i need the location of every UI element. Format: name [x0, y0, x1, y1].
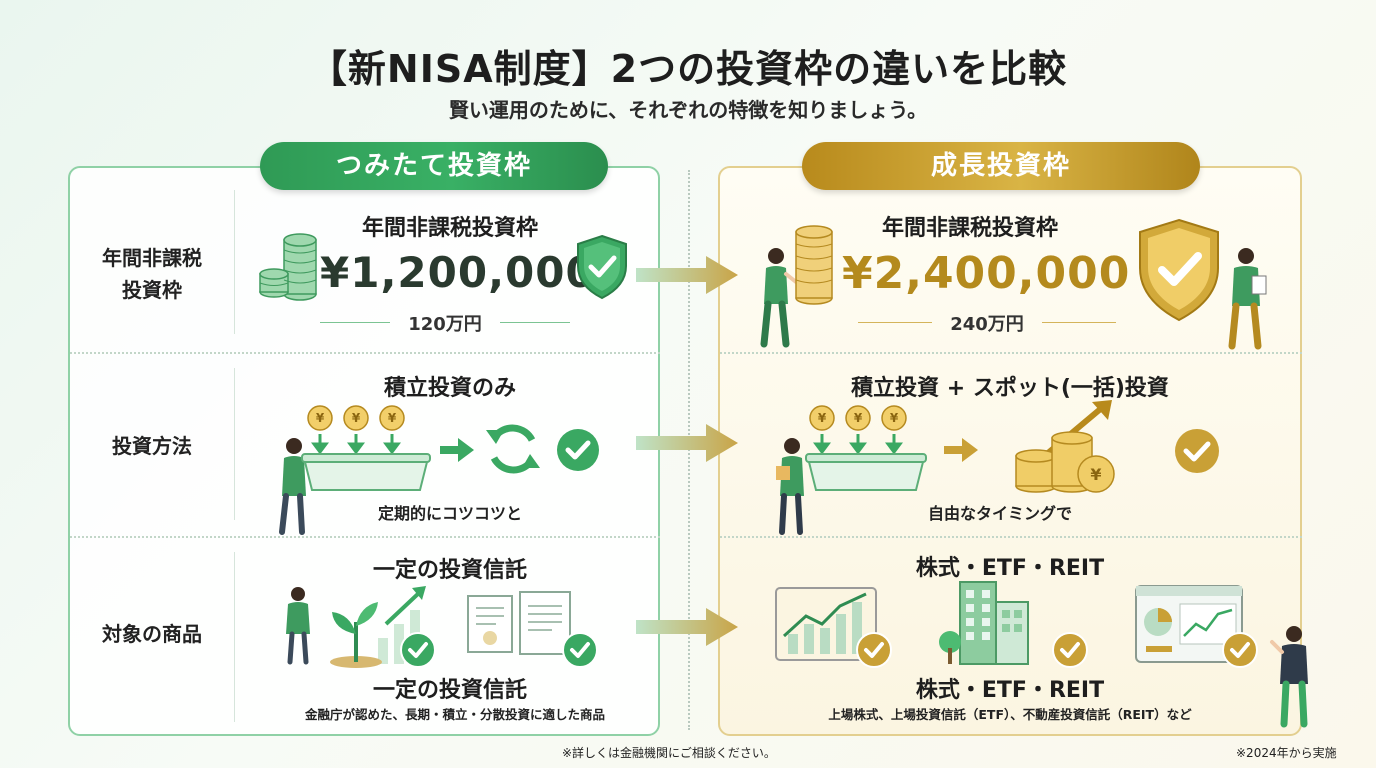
- tsumitate-product-heading: 一定の投資信託: [372, 558, 527, 583]
- coin-stack-icon: [259, 233, 317, 301]
- svg-text:¥: ¥: [352, 411, 361, 425]
- tsumitate-amount: ¥1,200,000: [320, 248, 596, 297]
- column-divider: [234, 368, 235, 520]
- growth-method-heading: 積立投資 + スポット(一括)投資: [851, 376, 1169, 401]
- growth-method-caption: 自由なタイミングで: [927, 504, 1072, 523]
- person-icon: [286, 587, 310, 665]
- row-label-annual: 年間非課税 投資枠: [102, 246, 202, 302]
- svg-text:¥: ¥: [890, 411, 899, 425]
- document-icon: [467, 591, 571, 655]
- svg-text:¥: ¥: [316, 411, 325, 425]
- svg-text:¥: ¥: [854, 411, 863, 425]
- row-divider: [720, 536, 1302, 538]
- person-icon: [1228, 248, 1267, 350]
- check-icon: [856, 632, 892, 668]
- growth-product-heading: 株式・ETF・REIT: [915, 556, 1105, 581]
- arrow-right-icon: [944, 438, 978, 462]
- growth-amount-sub: 240万円: [950, 314, 1024, 335]
- decor-line: [500, 322, 570, 323]
- page-subtitle: 賢い運用のために、それぞれの特徴を知りましょう。: [448, 98, 928, 122]
- check-icon: [557, 429, 599, 471]
- tsumitate-product-caption: 金融庁が認めた、長期・積立・分散投資に適した商品: [304, 707, 605, 722]
- check-icon: [562, 632, 598, 668]
- row-divider: [70, 536, 660, 538]
- row-label-method: 投資方法: [112, 434, 192, 458]
- building-icon: [939, 581, 1029, 665]
- check-icon: [400, 632, 436, 668]
- dashboard-icon: [1135, 585, 1243, 663]
- decor-line: [1042, 322, 1116, 323]
- growth-title: 成長投資枠: [802, 142, 1200, 190]
- column-divider: [234, 190, 235, 334]
- person-icon: [1270, 626, 1308, 728]
- refresh-icon: [486, 424, 540, 474]
- tsumitate-method-caption: 定期的にコツコツと: [377, 504, 522, 523]
- basket-icon: [301, 453, 431, 491]
- footer-note: ※詳しくは金融機関にご相談ください。: [562, 746, 776, 760]
- growth-product-heading-2: 株式・ETF・REIT: [915, 678, 1105, 703]
- check-icon: [1175, 429, 1219, 473]
- svg-text:¥: ¥: [818, 411, 827, 425]
- person-icon: [776, 438, 804, 535]
- shield-check-icon: [577, 234, 627, 300]
- footer-since: ※2024年から実施: [1236, 746, 1337, 760]
- growth-product-caption: 上場株式、上場投資信託（ETF）、不動産投資信託（REIT）など: [828, 707, 1192, 722]
- svg-text:¥: ¥: [388, 411, 397, 425]
- check-icon: [1222, 632, 1258, 668]
- arrow-right-icon: [636, 424, 738, 462]
- arrow-right-icon: [440, 438, 474, 462]
- basket-icon: [805, 453, 927, 491]
- page-title: 【新NISA制度】2つの投資枠の違いを比較: [308, 47, 1068, 91]
- tsumitate-method-heading: 積立投資のみ: [383, 376, 516, 401]
- coin-stack-icon: [795, 225, 833, 305]
- svg-text:¥: ¥: [1090, 465, 1101, 484]
- tsumitate-amount-sub: 120万円: [408, 314, 482, 335]
- arrow-right-icon: [636, 608, 738, 646]
- tsumitate-product-heading-2: 一定の投資信託: [372, 678, 527, 703]
- shield-check-icon: [1139, 218, 1219, 322]
- person-icon: [279, 438, 306, 535]
- yen-coin-icon: ¥ ¥ ¥: [809, 405, 907, 455]
- chart-icon: [775, 587, 877, 661]
- yen-coin-icon: ¥ ¥ ¥: [307, 405, 405, 455]
- column-divider: [234, 552, 235, 722]
- decor-line: [858, 322, 932, 323]
- row-label-products: 対象の商品: [102, 622, 202, 646]
- tsumitate-title: つみたて投資枠: [260, 142, 608, 190]
- tsumitate-annual-heading: 年間非課税投資枠: [361, 216, 538, 241]
- row-divider: [70, 352, 660, 354]
- check-icon: [1052, 632, 1088, 668]
- growth-amount: ¥2,400,000: [842, 248, 1131, 299]
- decor-line: [320, 322, 390, 323]
- arrow-right-icon: [636, 256, 738, 294]
- person-icon: [760, 248, 798, 348]
- growth-annual-heading: 年間非課税投資枠: [881, 216, 1058, 241]
- row-divider: [720, 352, 1302, 354]
- coin-stack-icon: ¥: [1015, 400, 1115, 493]
